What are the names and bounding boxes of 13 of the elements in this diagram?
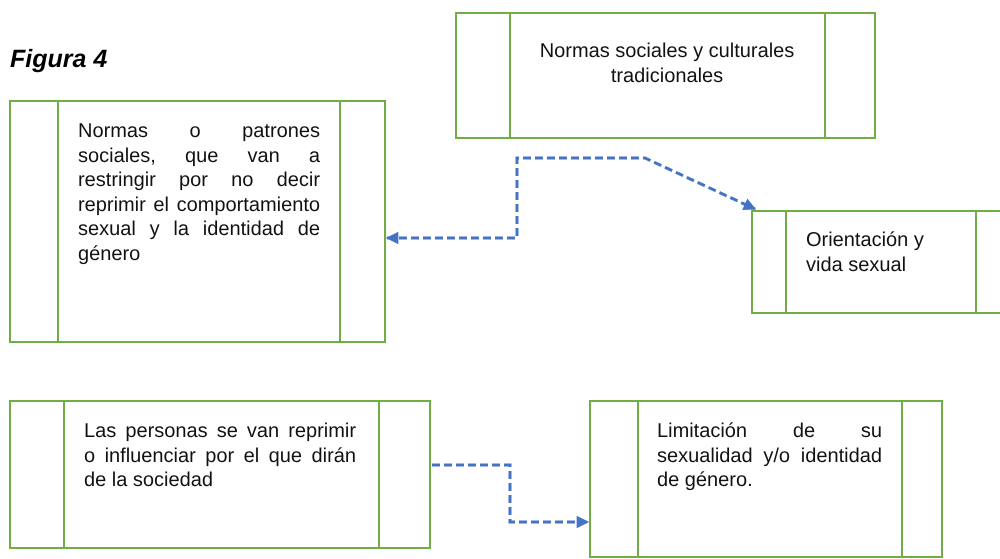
process-box [751, 210, 1000, 314]
process-box [455, 12, 876, 139]
dashed-arrow [432, 464, 590, 528]
box-text: Orientación y vida sexual [806, 228, 925, 277]
box-text: Normas sociales y culturales tradicionales [538, 39, 796, 88]
box-text: Las personas se van reprimir o influenciar por el que dirán de la sociedad [84, 419, 356, 492]
dashed-arrow [386, 156, 756, 244]
box-text: Limitación de su sexualidad y/o identidad de género. [657, 419, 882, 492]
figure-title: Figura 4 [10, 45, 108, 74]
process-box [9, 400, 431, 549]
box-text: Normas o patrones sociales, que van a restringir por no decir reprimir el comportamiento sexual y la identidad de género [78, 119, 320, 266]
process-box [9, 100, 386, 343]
process-box [589, 400, 943, 558]
